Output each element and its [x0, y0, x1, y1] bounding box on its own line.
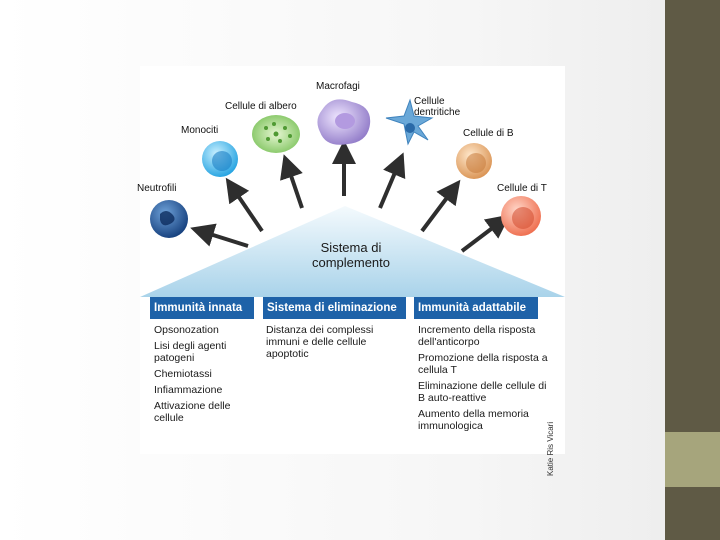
list-item: Infiammazione	[154, 384, 223, 396]
complement-system-figure: Neutrofili Monociti Cellule di albero Ma…	[137, 66, 565, 476]
list-immunita-innata: Opsonozation Lisi degli agenti patogeni …	[154, 324, 258, 428]
list-item: Lisi degli agenti patogeni	[154, 340, 227, 364]
dendritic-nucleus	[405, 123, 415, 133]
label-neutrofili: Neutrofili	[137, 183, 177, 194]
complement-system-label: Sistema di complemento	[300, 240, 402, 270]
list-item: Eliminazione delle cellule di B auto-rea…	[418, 380, 547, 404]
complement-label-line1: Sistema di	[320, 240, 382, 255]
header-sistema-eliminazione: Sistema di eliminazione	[263, 297, 406, 319]
list-item: Attivazione delle cellule	[154, 400, 231, 424]
diagram-graphics	[140, 98, 565, 297]
label-dendritiche-line1: Cellule	[414, 96, 445, 107]
arrows	[190, 140, 511, 253]
list-item: Opsonozation	[154, 324, 219, 336]
complement-label-line2: complemento	[311, 255, 391, 270]
image-credit: Katie Ris Vicari	[546, 421, 555, 476]
dendritic-cell	[385, 98, 434, 146]
list-item: Promozione della risposta a cellula T	[418, 352, 548, 376]
list-immunita-adattabile: Incremento della risposta dell'anticorpo…	[418, 324, 548, 436]
complement-triangle	[140, 206, 565, 297]
arrow-cellule-b	[420, 179, 461, 233]
b-cell-nucleus	[466, 153, 486, 173]
label-dendritiche-line2: dentritiche	[414, 107, 461, 118]
header-immunita-innata: Immunità innata	[150, 297, 254, 319]
list-item: Distanza dei complessi immuni e delle ce…	[266, 324, 374, 360]
label-cellule-albero: Cellule di albero	[225, 101, 297, 112]
neutrophil-nucleus	[160, 211, 175, 226]
list-item: Aumento della memoria immunologica	[418, 408, 529, 432]
arrow-neutrofili	[190, 223, 249, 248]
monocyte-nucleus	[212, 151, 232, 171]
header-immunita-adattabile: Immunità adattabile	[414, 297, 538, 319]
macrophage-nucleus	[335, 113, 355, 129]
arrow-monociti	[225, 177, 264, 233]
arrow-albero	[280, 154, 304, 209]
mast-cell-granules	[264, 122, 292, 143]
decorative-side-accent	[665, 432, 720, 487]
arrow-cellule-t	[460, 214, 511, 253]
list-item: Incremento della risposta dell'anticorpo	[418, 324, 536, 348]
label-cellule-b: Cellule di B	[463, 128, 514, 139]
list-item: Chemiotassi	[154, 368, 212, 380]
label-cellule-t: Cellule di T	[497, 183, 547, 194]
label-monociti: Monociti	[181, 125, 219, 136]
list-sistema-eliminazione: Distanza dei complessi immuni e delle ce…	[266, 324, 386, 364]
label-macrofagi: Macrofagi	[316, 81, 360, 92]
t-cell-nucleus	[512, 207, 534, 229]
arrow-dendritiche	[378, 152, 406, 209]
